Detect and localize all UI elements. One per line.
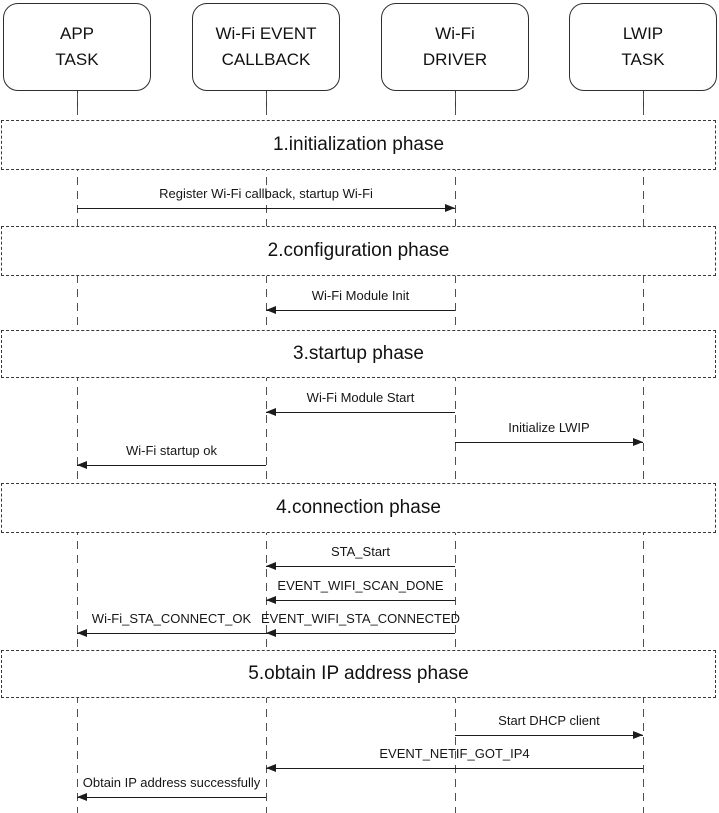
actor-label: TASK — [621, 50, 665, 69]
actor-box-wifi-event-callback: Wi-Fi EVENT CALLBACK — [192, 3, 340, 91]
message-arrow — [266, 306, 455, 314]
phase-label: 1.initialization phase — [272, 134, 445, 155]
arrowhead-left-icon — [266, 596, 276, 604]
lifeline-app-task — [77, 93, 78, 813]
message-arrow — [455, 438, 643, 446]
message-label: Initialize LWIP — [508, 420, 590, 435]
actor-box-wifi-driver: Wi-Fi DRIVER — [381, 3, 529, 91]
lifeline-wifi-driver — [455, 93, 456, 813]
message-arrow — [266, 764, 643, 772]
actor-label: TASK — [55, 50, 99, 69]
arrowhead-right-icon — [633, 731, 643, 739]
phase-label: 3.startup phase — [293, 343, 424, 364]
actor-label: DRIVER — [422, 50, 488, 69]
arrowhead-left-icon — [77, 793, 87, 801]
actor-label: CALLBACK — [221, 50, 311, 69]
arrowhead-left-icon — [266, 306, 276, 314]
message-arrow — [266, 629, 455, 637]
arrowhead-right-icon — [445, 204, 455, 212]
message-arrow — [455, 731, 643, 739]
message-label: Start DHCP client — [498, 713, 600, 728]
phase-band-connection: 4.connection phase — [1, 483, 716, 533]
message-label: Wi-Fi Module Start — [306, 390, 415, 405]
actor-box-app-task: APP TASK — [3, 3, 151, 91]
actor-label: LWIP — [622, 24, 664, 43]
arrowhead-left-icon — [77, 461, 87, 469]
arrowhead-left-icon — [266, 764, 276, 772]
message-arrow — [77, 793, 266, 801]
message-arrow — [266, 408, 455, 416]
arrowhead-left-icon — [266, 408, 276, 416]
message-label: Wi-Fi Module Init — [311, 288, 410, 303]
lifeline-lwip-task — [643, 93, 644, 813]
actor-box-lwip-task: LWIP TASK — [569, 3, 717, 91]
message-label: Register Wi-Fi callback, startup Wi-Fi — [159, 186, 373, 201]
arrowhead-left-icon — [77, 629, 87, 637]
phase-band-obtain-ip: 5.obtain IP address phase — [1, 650, 716, 698]
phase-band-initialization: 1.initialization phase — [1, 120, 716, 170]
arrowhead-left-icon — [266, 562, 276, 570]
actor-label: APP — [59, 24, 95, 43]
phase-label: 4.connection phase — [276, 497, 441, 518]
message-label: EVENT_WIFI_STA_CONNECTED — [260, 611, 461, 626]
phase-band-startup: 3.startup phase — [1, 330, 716, 378]
message-label: Wi-Fi startup ok — [125, 443, 217, 458]
arrowhead-right-icon — [633, 438, 643, 446]
message-arrow — [266, 562, 455, 570]
actor-label: Wi-Fi EVENT — [215, 24, 317, 43]
message-label: EVENT_NETIF_GOT_IP4 — [379, 746, 530, 761]
actor-label: Wi-Fi — [435, 24, 475, 43]
message-label: STA_Start — [330, 544, 390, 559]
arrowhead-left-icon — [266, 629, 276, 637]
phase-band-configuration: 2.configuration phase — [1, 226, 716, 276]
message-label: Wi-Fi_STA_CONNECT_OK — [91, 611, 252, 626]
message-arrow — [266, 596, 455, 604]
phase-label: 5.obtain IP address phase — [248, 663, 469, 684]
message-arrow — [77, 204, 455, 212]
message-arrow — [77, 461, 266, 469]
phase-label: 2.configuration phase — [267, 240, 450, 261]
message-arrow — [77, 629, 266, 637]
message-label: EVENT_WIFI_SCAN_DONE — [277, 578, 444, 593]
lifeline-wifi-event-callback — [266, 93, 267, 813]
message-label: Obtain IP address successfully — [82, 775, 261, 790]
